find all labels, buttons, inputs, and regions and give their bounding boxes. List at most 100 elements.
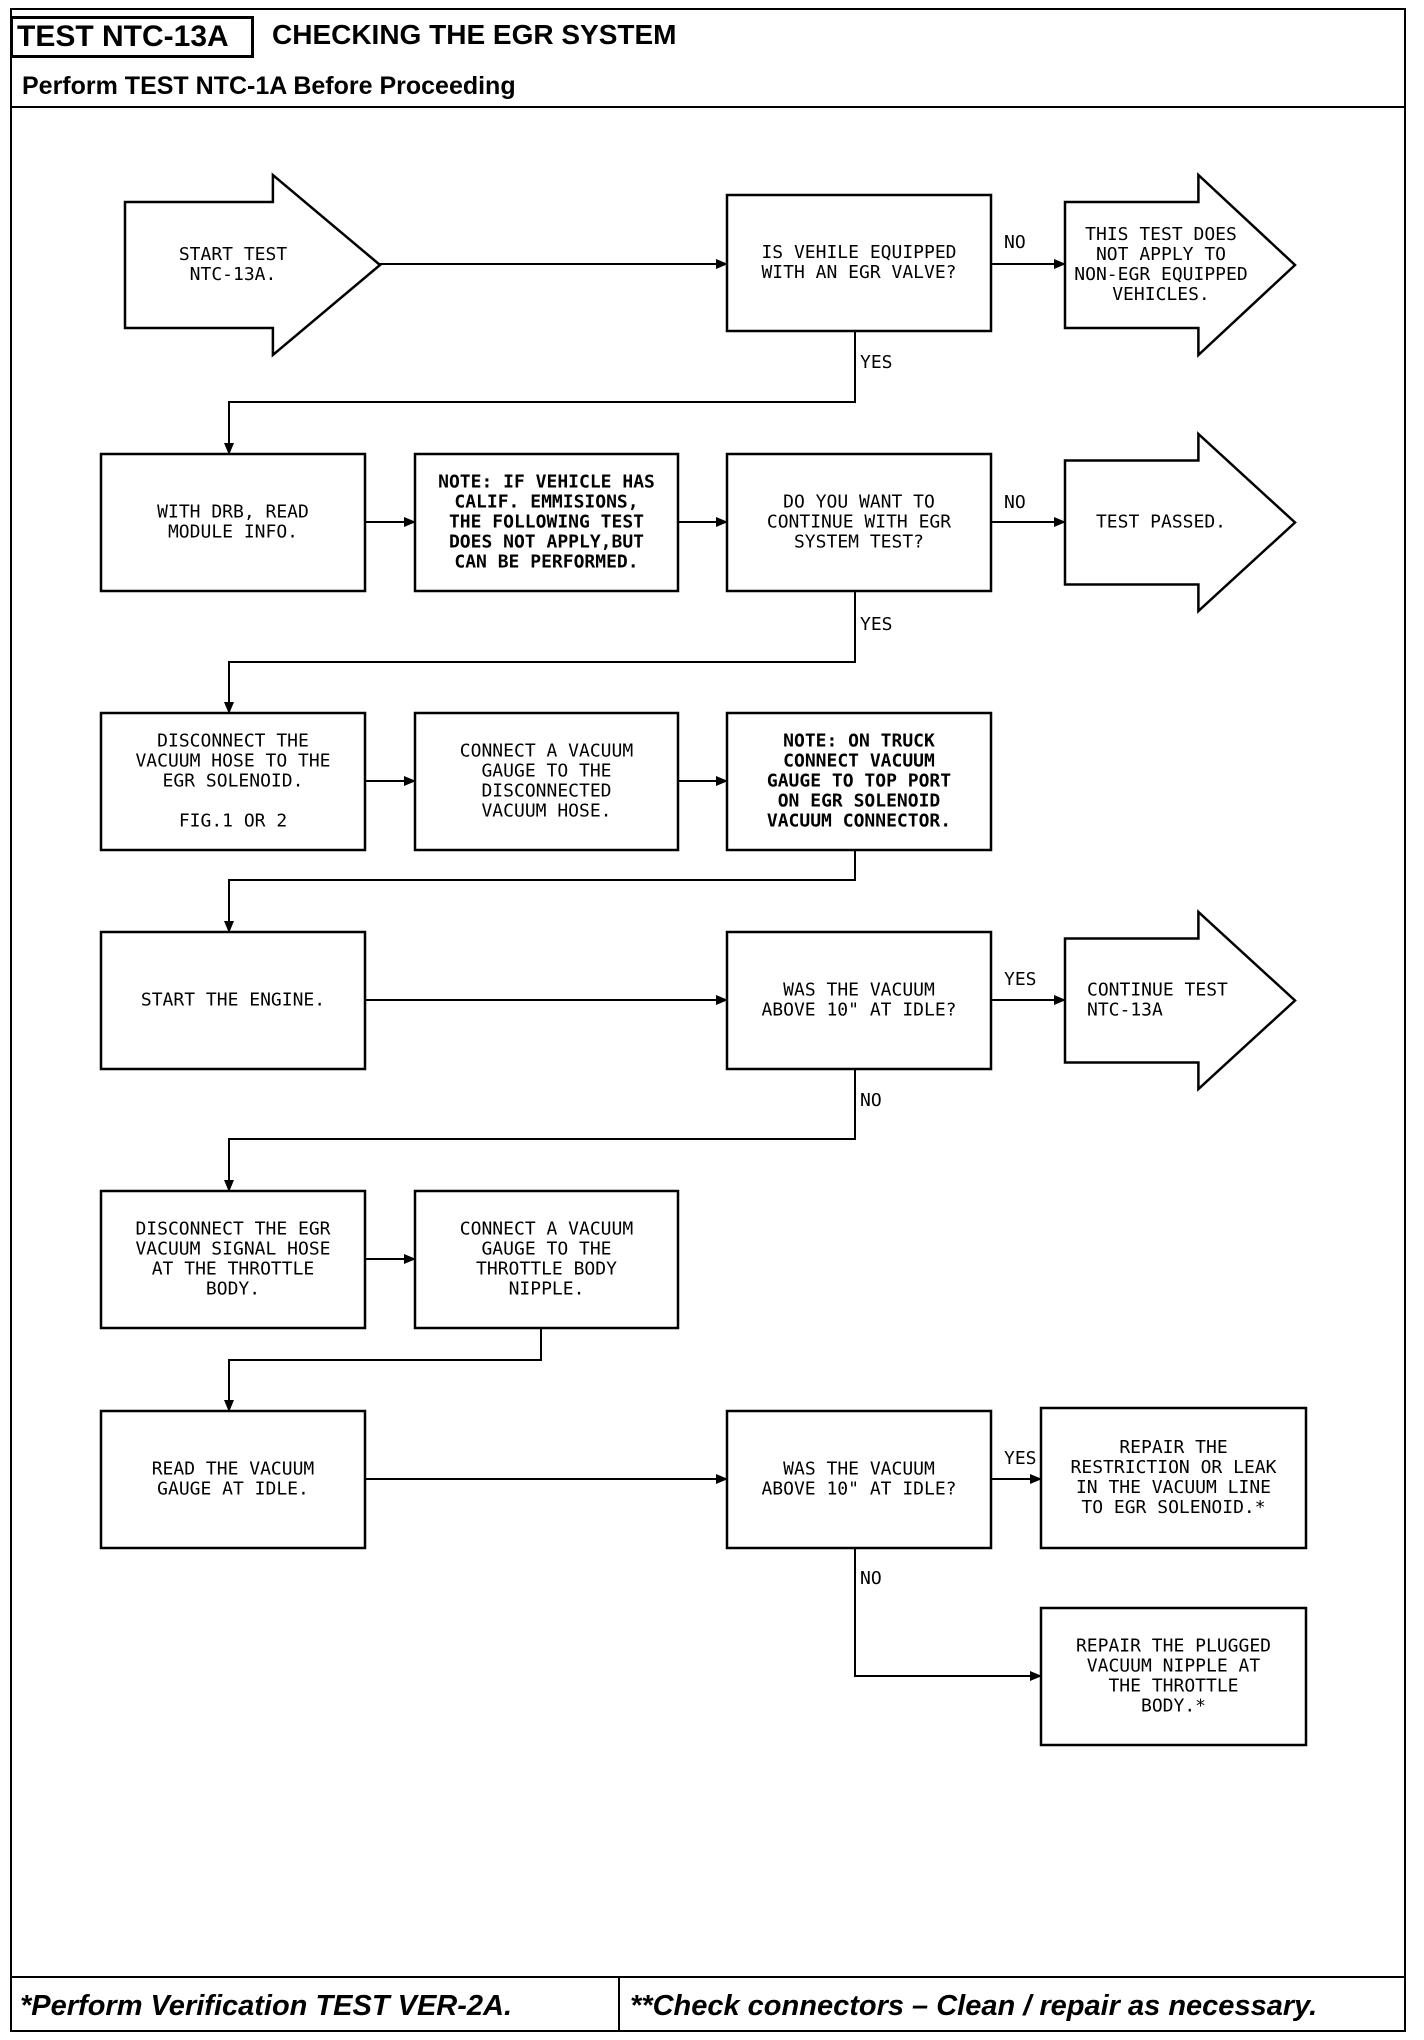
node-label-line: CONNECT A VACUUM [460,1219,634,1240]
node-label-line: IS VEHILE EQUIPPED [761,242,956,263]
node-label-line: VACUUM CONNECTOR. [767,811,951,832]
process-box [1039,1606,1308,1747]
edge-label-yes: YES [1004,1448,1037,1469]
edge-q-continue-to-disconnect-hose [224,591,856,714]
page-title: CHECKING THE EGR SYSTEM [272,19,677,50]
node-start-engine: START THE ENGINE. [99,930,367,1071]
page-frame [10,8,1406,2032]
process-box [413,711,680,852]
node-label-line: VACUUM NIPPLE AT [1087,1656,1261,1677]
process-box [99,1409,367,1550]
node-label-line: TO EGR SOLENOID.* [1081,1497,1265,1518]
process-box [725,1409,993,1550]
node-label-line: CALIF. EMMISIONS, [454,492,638,513]
node-label-line: WITH DRB, READ [157,502,309,523]
node-label-line: START THE ENGINE. [141,990,325,1011]
process-box [725,711,993,852]
node-label-line: NOT APPLY TO [1096,244,1226,265]
node-label-line: SYSTEM TEST? [794,532,924,553]
node-label-line: CONTINUE WITH EGR [767,512,951,533]
node-label-line: ABOVE 10" AT IDLE? [761,1000,956,1021]
node-label-line: DOES NOT APPLY,BUT [449,532,644,553]
edge-label-no: NO [860,1090,882,1111]
node-label-line: VACUUM HOSE TO THE [135,751,330,772]
process-box [413,452,680,593]
edge-label-yes: YES [1004,969,1037,990]
node-label-line: VACUUM HOSE. [481,801,611,822]
node-label-line: AT THE THROTTLE [152,1259,315,1280]
process-box [1039,1406,1308,1550]
arrow-shape [1063,431,1297,614]
node-label-line: DO YOU WANT TO [783,492,935,513]
node-label-line: REPAIR THE [1119,1437,1227,1458]
node-test-passed: TEST PASSED. [1063,431,1297,614]
node-label-line: THROTTLE BODY [476,1259,617,1280]
node-label-line: FIG.1 OR 2 [179,811,287,832]
node-label-line: GAUGE TO TOP PORT [767,771,951,792]
node-label-line: WITH AN EGR VALVE? [761,262,956,283]
node-label-line: GAUGE TO THE [481,761,611,782]
node-label-line: THIS TEST DOES [1085,224,1237,245]
node-label-line: DISCONNECT THE EGR [135,1219,330,1240]
process-box [725,193,993,333]
node-label-line: CONNECT A VACUUM [460,741,634,762]
process-box [99,1189,367,1330]
process-box [99,452,367,593]
node-label-line: NIPPLE. [509,1279,585,1300]
edge-note-truck-to-start-engine [224,850,856,933]
node-label-line: NTC-13A [1087,1000,1163,1021]
edge-q-vacuum-2-to-repair-nipple [854,1548,1042,1681]
node-label-line: DISCONNECTED [481,781,611,802]
process-box [725,930,993,1071]
header-divider [10,106,1406,108]
edge-label-yes: YES [860,352,893,373]
edge-q-egr-valve-to-read-module [224,331,856,455]
node-label-line: GAUGE AT IDLE. [157,1479,309,1500]
subtitle: Perform TEST NTC-1A Before Proceeding [22,72,516,100]
footer-column-divider [618,1977,620,2032]
footnote-connectors: **Check connectors – Clean / repair as n… [630,1990,1318,2022]
node-label-line: VEHICLES. [1112,284,1210,305]
node-label-line: THE THROTTLE [1108,1676,1238,1697]
node-label-line: ABOVE 10" AT IDLE? [761,1479,956,1500]
footnote-verification: *Perform Verification TEST VER-2A. [20,1990,513,2022]
edge-connect-throttle-to-read-gauge [224,1328,542,1412]
process-box [99,711,367,852]
edge-label-no: NO [860,1568,882,1589]
node-label-line: READ THE VACUUM [152,1459,315,1480]
node-label-line: THE FOLLOWING TEST [449,512,644,533]
node-label: TEST PASSED. [1096,512,1226,533]
node-label-line: CAN BE PERFORMED. [454,552,638,573]
node-label-line: NON-EGR EQUIPPED [1074,264,1247,285]
node-label-line: WAS THE VACUUM [783,980,935,1001]
node-label: START THE ENGINE. [141,990,325,1011]
node-label-line: NOTE: ON TRUCK [783,731,935,752]
edge-label-yes: YES [860,614,893,635]
process-box [99,930,367,1071]
node-label-line: TEST PASSED. [1096,512,1226,533]
edge-label-no: NO [1004,232,1026,253]
node-label-line: BODY. [206,1279,260,1300]
node-label-line: RESTRICTION OR LEAK [1071,1457,1277,1478]
node-label-line: VACUUM SIGNAL HOSE [135,1239,330,1260]
